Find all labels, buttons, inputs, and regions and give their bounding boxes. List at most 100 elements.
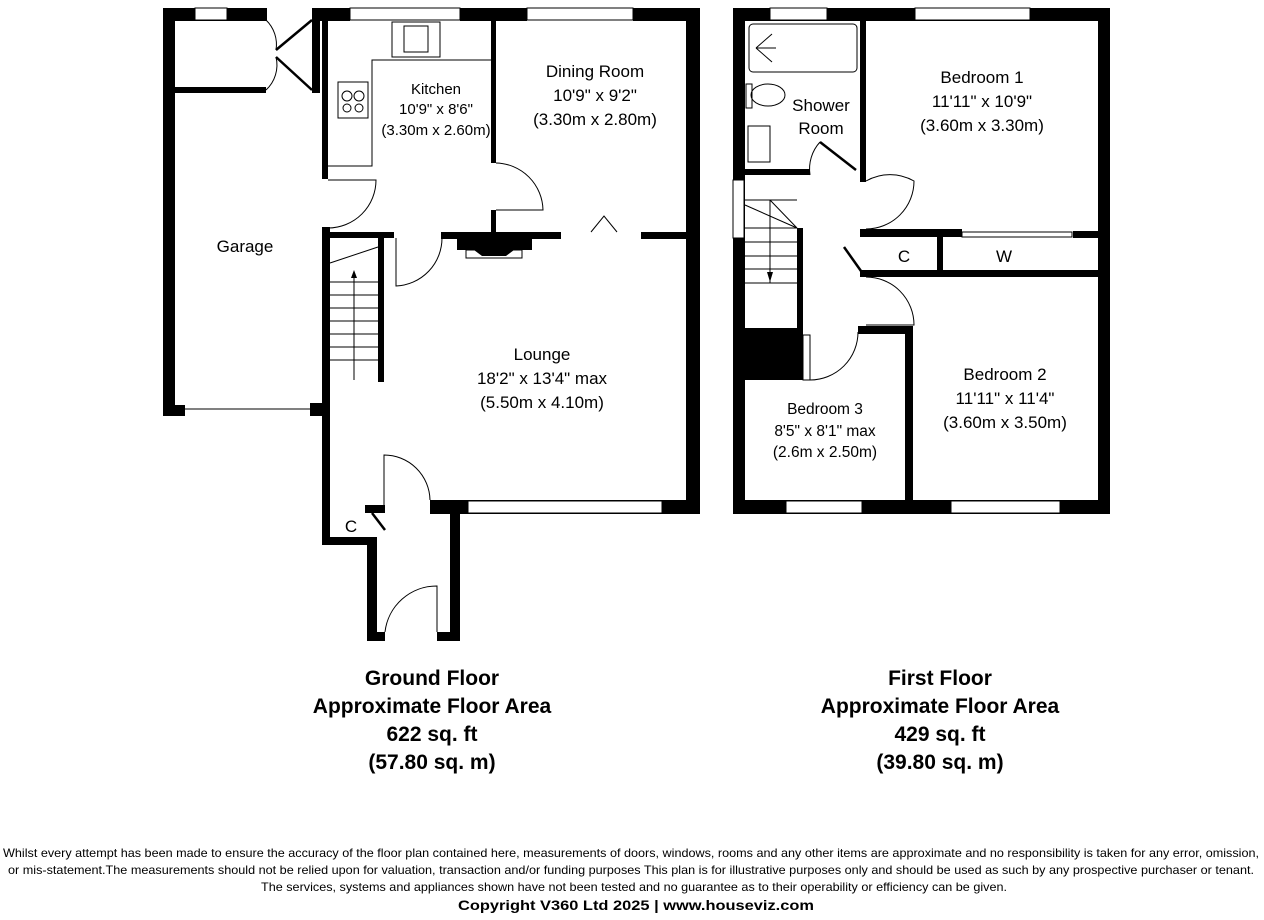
wall bbox=[733, 8, 745, 514]
door-swing bbox=[809, 331, 859, 381]
disclaimer-line-2: or mis-statement.The measurements should… bbox=[8, 863, 1254, 877]
wall bbox=[328, 232, 394, 238]
wall bbox=[175, 87, 266, 93]
bedroom1-metric: (3.60m x 3.30m) bbox=[920, 116, 1044, 135]
door-leaf bbox=[842, 246, 863, 272]
wall bbox=[797, 228, 803, 330]
ground-floor-area-label: Approximate Floor Area bbox=[313, 695, 552, 718]
bedroom1-label: Bedroom 1 bbox=[940, 68, 1023, 87]
front-door bbox=[384, 585, 438, 633]
sliding-wardrobe-door bbox=[961, 231, 1073, 238]
shower-head-icon bbox=[755, 33, 776, 63]
lounge-label: Lounge bbox=[514, 345, 571, 364]
wall bbox=[460, 8, 527, 21]
shower-tray-icon bbox=[748, 23, 858, 73]
door-leaf bbox=[819, 141, 857, 171]
bedroom2-label: Bedroom 2 bbox=[963, 365, 1046, 384]
door-swing bbox=[865, 276, 915, 326]
wall bbox=[641, 232, 700, 239]
footer: Whilst every attempt has been made to en… bbox=[3, 846, 1259, 913]
door-swing bbox=[495, 162, 544, 211]
window bbox=[349, 7, 461, 21]
wall bbox=[322, 227, 330, 510]
ground-floor-area-sqm: (57.80 sq. m) bbox=[368, 751, 495, 774]
wall bbox=[860, 172, 866, 182]
window bbox=[769, 7, 828, 21]
first-floor-area-label: Approximate Floor Area bbox=[821, 695, 1060, 718]
wall bbox=[378, 238, 384, 382]
window bbox=[467, 500, 663, 514]
bedroom3-label: Bedroom 3 bbox=[787, 401, 863, 418]
window bbox=[785, 500, 863, 514]
stairs-icon bbox=[744, 199, 798, 284]
wall bbox=[367, 537, 377, 641]
dining-metric: (3.30m x 2.80m) bbox=[533, 110, 657, 129]
bedroom1-imperial: 11'11" x 10'9" bbox=[932, 92, 1032, 111]
disclaimer-line-3: The services, systems and appliances sho… bbox=[261, 880, 1007, 894]
first-floor-title: First Floor bbox=[888, 667, 992, 690]
ground-floor-area-sqft: 622 sq. ft bbox=[386, 723, 477, 746]
disclaimer-line-1: Whilst every attempt has been made to en… bbox=[3, 846, 1259, 860]
door-swing bbox=[809, 141, 821, 176]
archway bbox=[590, 215, 618, 233]
cupboard-label: C bbox=[345, 517, 357, 536]
window bbox=[732, 179, 745, 239]
ground-floor-title: Ground Floor bbox=[365, 667, 499, 690]
shower-room-label-2: Room bbox=[798, 119, 843, 138]
sliding-window bbox=[526, 7, 634, 21]
wall bbox=[633, 8, 700, 21]
wall bbox=[365, 505, 385, 513]
basin-icon bbox=[747, 125, 771, 163]
wall bbox=[937, 237, 943, 272]
wall bbox=[163, 8, 175, 416]
window bbox=[194, 7, 228, 21]
wall bbox=[367, 632, 385, 641]
wall bbox=[491, 21, 496, 163]
window bbox=[950, 500, 1061, 514]
wall bbox=[1073, 231, 1098, 238]
garage-label: Garage bbox=[217, 237, 274, 256]
wall bbox=[312, 8, 350, 21]
window bbox=[914, 7, 1031, 21]
wall bbox=[686, 8, 700, 514]
wall bbox=[322, 505, 330, 545]
wall bbox=[312, 8, 320, 93]
dining-imperial: 10'9" x 9'2" bbox=[553, 86, 637, 105]
kitchen-label: Kitchen bbox=[411, 81, 461, 98]
wall bbox=[858, 326, 913, 334]
wall bbox=[860, 229, 962, 237]
ground-floor-plan: Garage Kitchen 10'9" x 8'6" (3.30m x 2.6… bbox=[163, 7, 700, 774]
door-leaf bbox=[371, 512, 386, 531]
first-floor-plan: Shower Room Bedroom 1 11'11" x 10'9" (3.… bbox=[732, 7, 1110, 774]
shower-room-label-1: Shower bbox=[792, 96, 850, 115]
door-swing bbox=[327, 179, 377, 229]
door-swing bbox=[395, 237, 443, 287]
wall bbox=[860, 21, 866, 180]
first-floor-area-sqm: (39.80 sq. m) bbox=[876, 751, 1003, 774]
toilet-icon bbox=[750, 83, 786, 107]
chimney-breast bbox=[745, 328, 803, 380]
wall bbox=[860, 270, 1098, 277]
bedroom2-imperial: 11'11" x 11'4" bbox=[956, 389, 1055, 408]
fireplace-icon bbox=[457, 239, 532, 256]
copyright: Copyright V360 Ltd 2025 | www.houseviz.c… bbox=[458, 897, 814, 913]
wall bbox=[491, 210, 496, 238]
first-floor-area-sqft: 429 sq. ft bbox=[894, 723, 985, 746]
door-swing bbox=[383, 454, 431, 505]
bedroom3-imperial: 8'5" x 8'1" max bbox=[774, 423, 876, 440]
kitchen-imperial: 10'9" x 8'6" bbox=[399, 101, 473, 118]
hob-icon bbox=[337, 81, 369, 119]
lounge-metric: (5.50m x 4.10m) bbox=[480, 393, 604, 412]
wardrobe-label: W bbox=[996, 247, 1012, 266]
wall bbox=[322, 537, 377, 545]
worktop bbox=[328, 59, 494, 167]
door-swing bbox=[865, 174, 915, 230]
wall bbox=[905, 326, 913, 502]
door-swing bbox=[265, 19, 278, 91]
bedroom2-metric: (3.60m x 3.50m) bbox=[943, 413, 1067, 432]
door-leaf bbox=[275, 19, 313, 51]
wall bbox=[450, 505, 460, 641]
door-leaf bbox=[275, 56, 313, 91]
wall bbox=[322, 21, 328, 179]
